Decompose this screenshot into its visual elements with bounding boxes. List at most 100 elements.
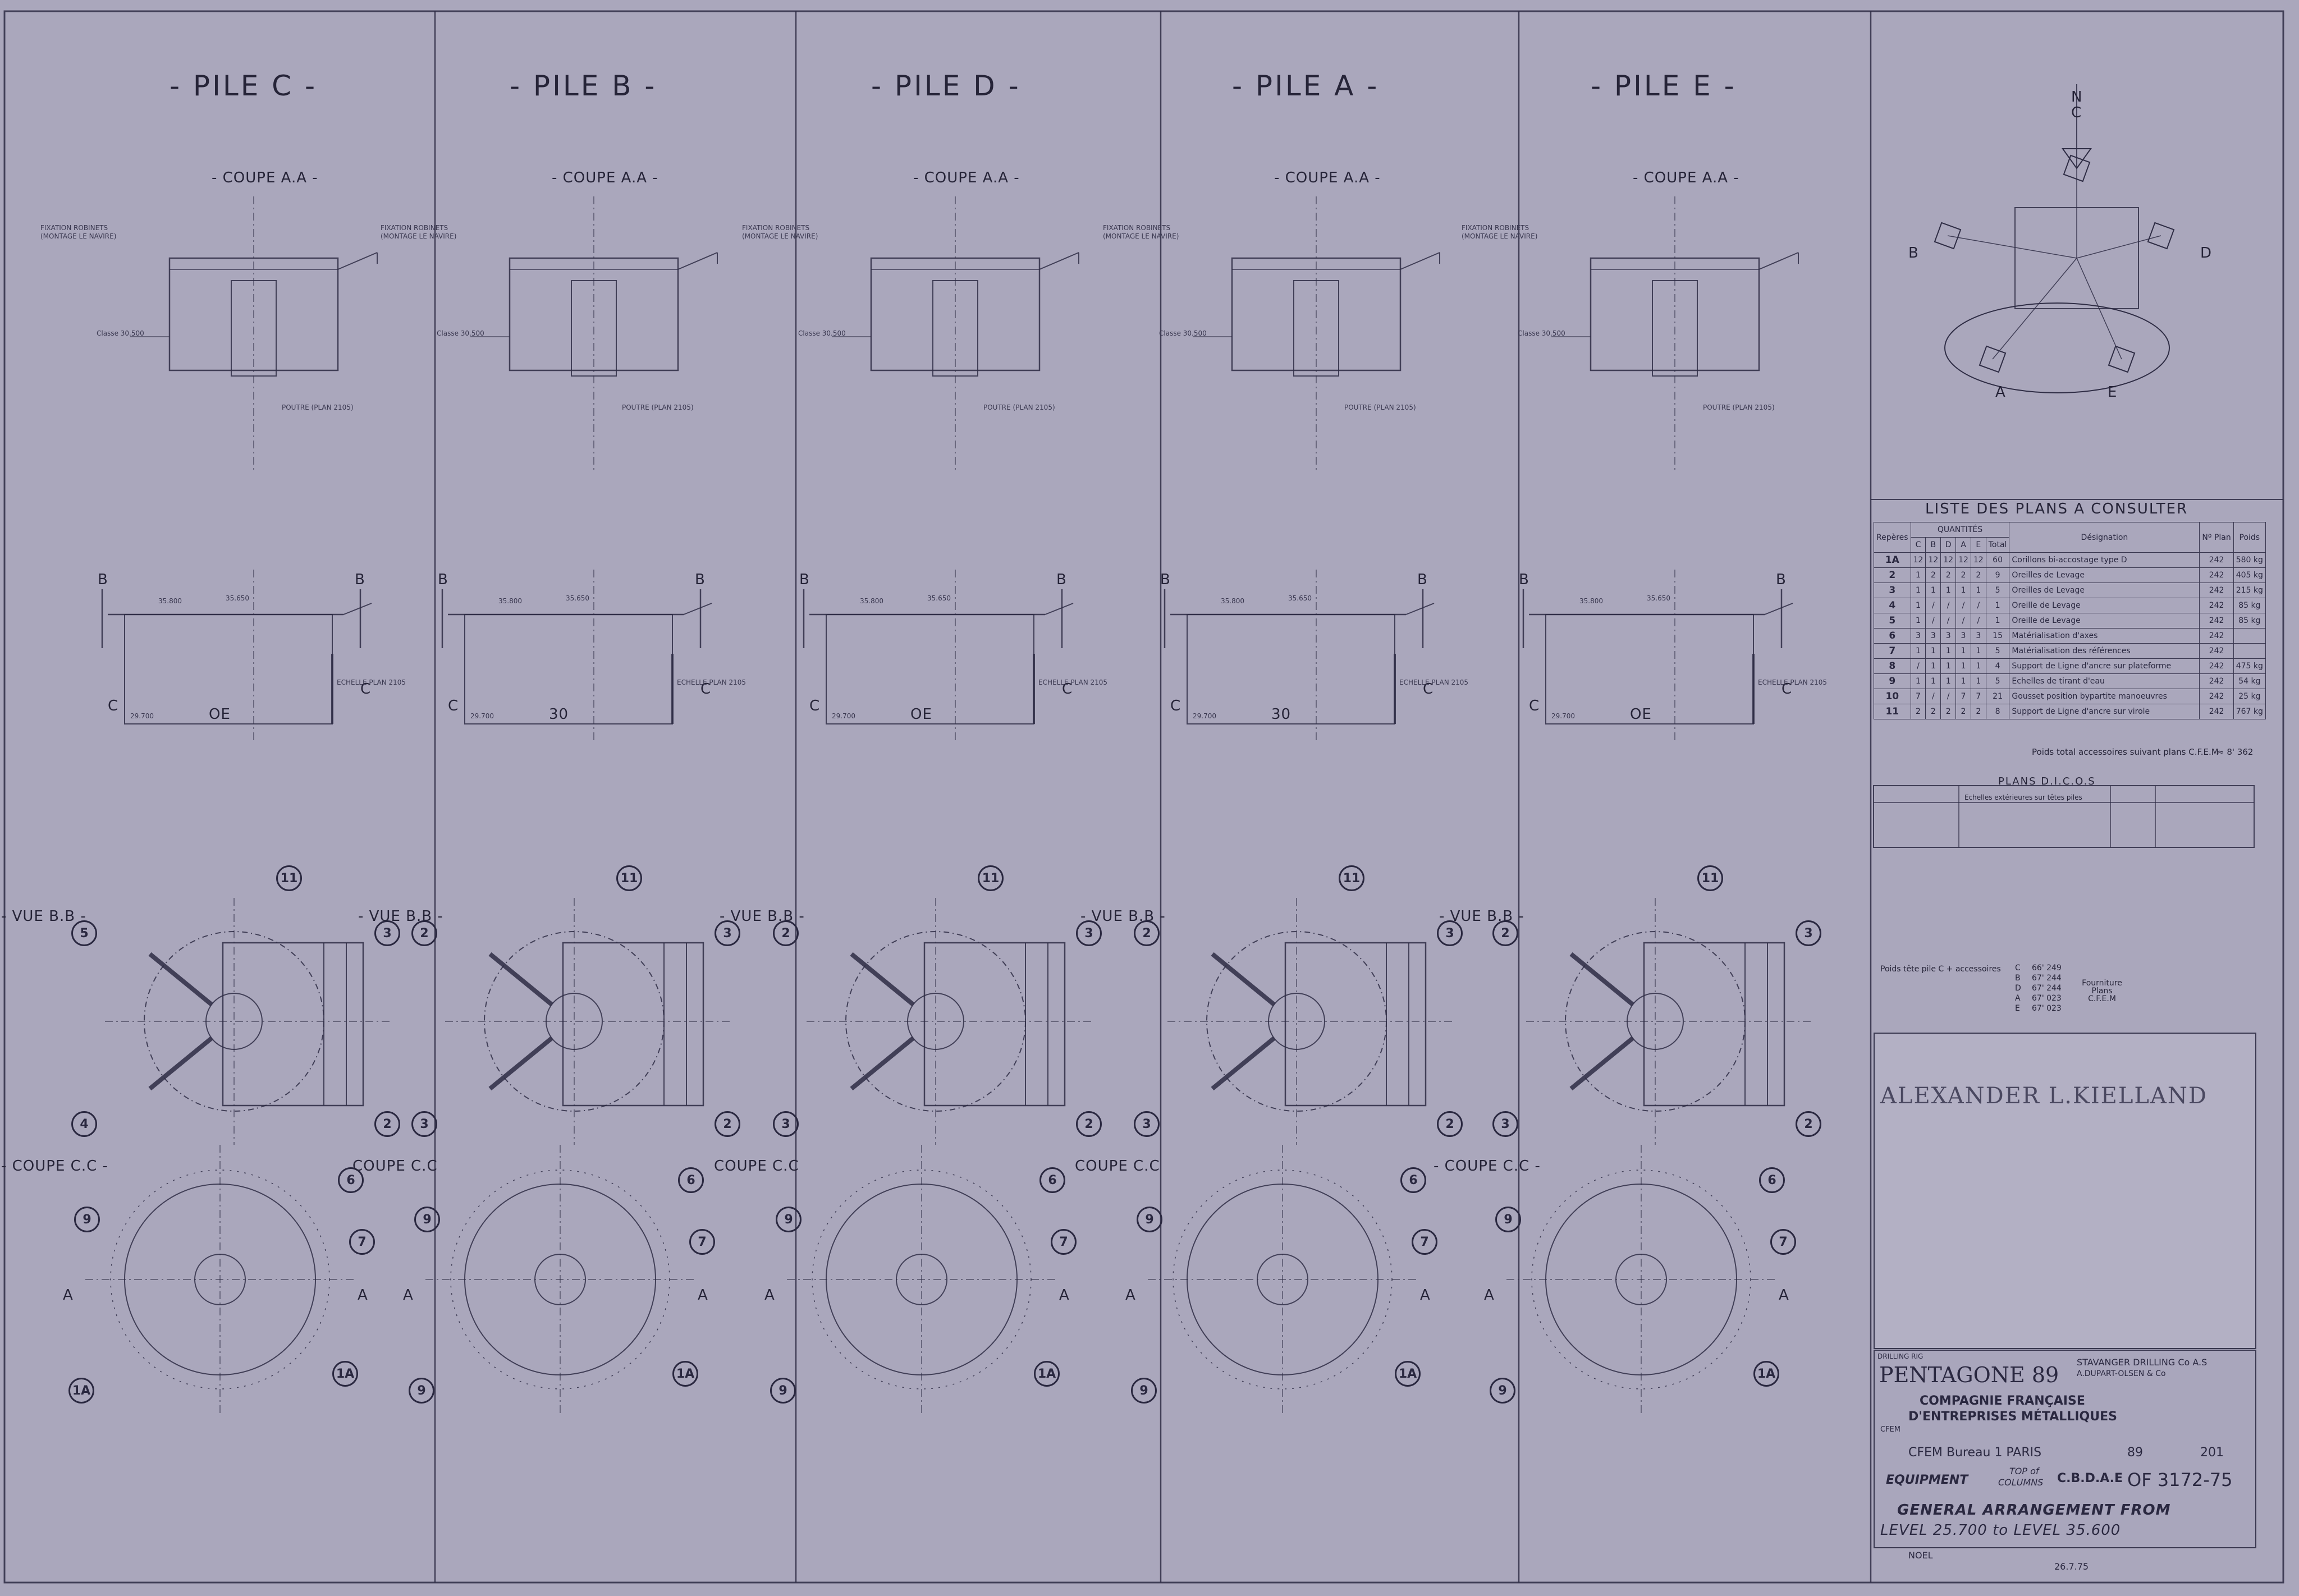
callout-1a: 1A [672, 1361, 698, 1387]
cell-c: 1 [1910, 673, 1926, 689]
fixation-label: FIXATION ROBINETS [1103, 224, 1171, 232]
cell-c: 12 [1910, 552, 1926, 568]
layout-column-A [1979, 345, 2007, 373]
layout-spoke [1947, 235, 2077, 259]
coupe-cc-title: COUPE C.C [714, 1158, 799, 1175]
callout-1a: 1A [332, 1361, 358, 1387]
cell-c: 1 [1910, 643, 1926, 659]
cell-c: / [1910, 658, 1926, 674]
cell-a: 1 [1955, 658, 1971, 674]
cell-a: / [1955, 613, 1971, 629]
cell-b: 2 [1925, 704, 1941, 719]
cell-d: 12 [1940, 552, 1957, 568]
coupe-aa-title: - COUPE A.A - [552, 169, 658, 186]
cell-d: / [1940, 598, 1957, 613]
drawn-by: NOEL [1908, 1550, 1933, 1561]
mark-a-right: A [1059, 1287, 1070, 1304]
mark-c-right: C [1062, 681, 1073, 698]
layout-label-B: B [1908, 245, 1919, 262]
mark-a-right: A [1779, 1287, 1789, 1304]
callout-6: 6 [338, 1167, 364, 1193]
company-line-1: COMPAGNIE FRANÇAISE [1920, 1394, 2085, 1408]
coupe-aa-bracket [677, 252, 718, 270]
cell-d: 1 [1940, 658, 1957, 674]
bureau: CFEM Bureau 1 PARIS [1908, 1446, 2042, 1460]
cell-poids [2233, 643, 2266, 659]
weight-value: 67' 244 [2032, 984, 2062, 993]
cell-plan: 242 [2199, 643, 2234, 659]
cell-b: 1 [1925, 658, 1941, 674]
cell-plan: 242 [2199, 689, 2234, 704]
coupe-cc-title: COUPE C.C [352, 1158, 438, 1175]
callout-6: 6 [1759, 1167, 1785, 1193]
coupe-aa-title: - COUPE A.A - [913, 169, 1020, 186]
mark-a-right: A [1420, 1287, 1431, 1304]
level-29700: 29.700 [1551, 712, 1575, 720]
level-29700: 29.700 [832, 712, 855, 720]
cell-ref: 3 [1874, 583, 1911, 598]
montage-label: (MONTAGE LE NAVIRE) [1103, 232, 1179, 240]
cell-e: 2 [1970, 704, 1986, 719]
callout-3: 3 [1796, 920, 1821, 946]
cell-e: 3 [1970, 628, 1986, 644]
montage-label: (MONTAGE LE NAVIRE) [40, 232, 117, 240]
callout-6: 6 [1039, 1167, 1065, 1193]
cell-d: 1 [1940, 583, 1957, 598]
col-e: E [1970, 537, 1986, 553]
cell-b: 3 [1925, 628, 1941, 644]
pile-title: - PILE C - [170, 70, 318, 102]
drilling-rig-label: DRILLING RIG [1877, 1352, 1924, 1360]
fixation-label: FIXATION ROBINETS [1462, 224, 1529, 232]
vue-bb-frame [1284, 942, 1427, 1107]
company-line-2: D'ENTREPRISES MÉTALLIQUES [1908, 1410, 2117, 1424]
cell-c: 2 [1910, 704, 1926, 719]
coupe-aa-bracket [1039, 252, 1079, 270]
layout-label-A: A [1995, 384, 2006, 401]
cell-poids: 475 kg [2233, 658, 2266, 674]
mark-c-left: C [108, 698, 119, 714]
callout-9: 9 [1137, 1207, 1162, 1232]
sheet-border [3, 10, 2284, 1584]
coupe-cc-title: COUPE C.C [1075, 1158, 1160, 1175]
vue-bb-brace [1569, 1036, 1634, 1091]
cell-c: 1 [1910, 567, 1926, 583]
cell-ref: 1A [1874, 552, 1911, 568]
callout-2: 2 [715, 1111, 740, 1137]
callout-1a: 1A [1034, 1361, 1060, 1387]
callout-left-top: 5 [71, 920, 97, 946]
callout-7: 7 [1770, 1229, 1796, 1255]
cell-a: 3 [1955, 628, 1971, 644]
poutre-label: POUTRE (PLAN 2105) [1344, 403, 1416, 411]
cell-d: 1 [1940, 673, 1957, 689]
callout-3: 3 [715, 920, 740, 946]
level-30500: Classe 30.500 [798, 329, 846, 337]
cell-c: 3 [1910, 628, 1926, 644]
level-35650: 35.650 [1288, 594, 1312, 602]
cell-desig: Support de Ligne d'ancre sur plateforme [2009, 658, 2200, 674]
cell-e: 12 [1970, 552, 1986, 568]
echelle-label: ECHELLE PLAN 2105 [1758, 678, 1828, 686]
callout-left-bottom: 4 [71, 1111, 97, 1137]
cell-a: 1 [1955, 673, 1971, 689]
echelle-label: ECHELLE PLAN 2105 [677, 678, 747, 686]
callout-left-top: 2 [773, 920, 799, 946]
cell-c: 1 [1910, 613, 1926, 629]
pile-title: - PILE B - [510, 70, 657, 102]
coupe-cc-title: - COUPE C.C - [1434, 1158, 1541, 1175]
cell-e: 1 [1970, 658, 1986, 674]
sheet-a: 89 [2127, 1446, 2143, 1460]
cell-ref: 4 [1874, 598, 1911, 613]
dicos-row: Echelles extérieures sur têtes piles [1964, 794, 2082, 801]
weight-pile-B: B [2015, 974, 2021, 983]
mark-c-right: C [700, 681, 712, 698]
rig-picture-panel [1874, 1033, 2256, 1349]
layout-pontoon-arc [1944, 302, 2170, 393]
poids-total-label: Poids total accessoires suivant plans C.… [2032, 747, 2219, 757]
cell-desig: Oreille de Levage [2009, 613, 2200, 629]
coupe-aa-title: - COUPE A.A - [1274, 169, 1381, 186]
cell-c: 7 [1910, 689, 1926, 704]
level-30500: Classe 30.500 [97, 329, 144, 337]
cell-desig: Matérialisation des références [2009, 643, 2200, 659]
